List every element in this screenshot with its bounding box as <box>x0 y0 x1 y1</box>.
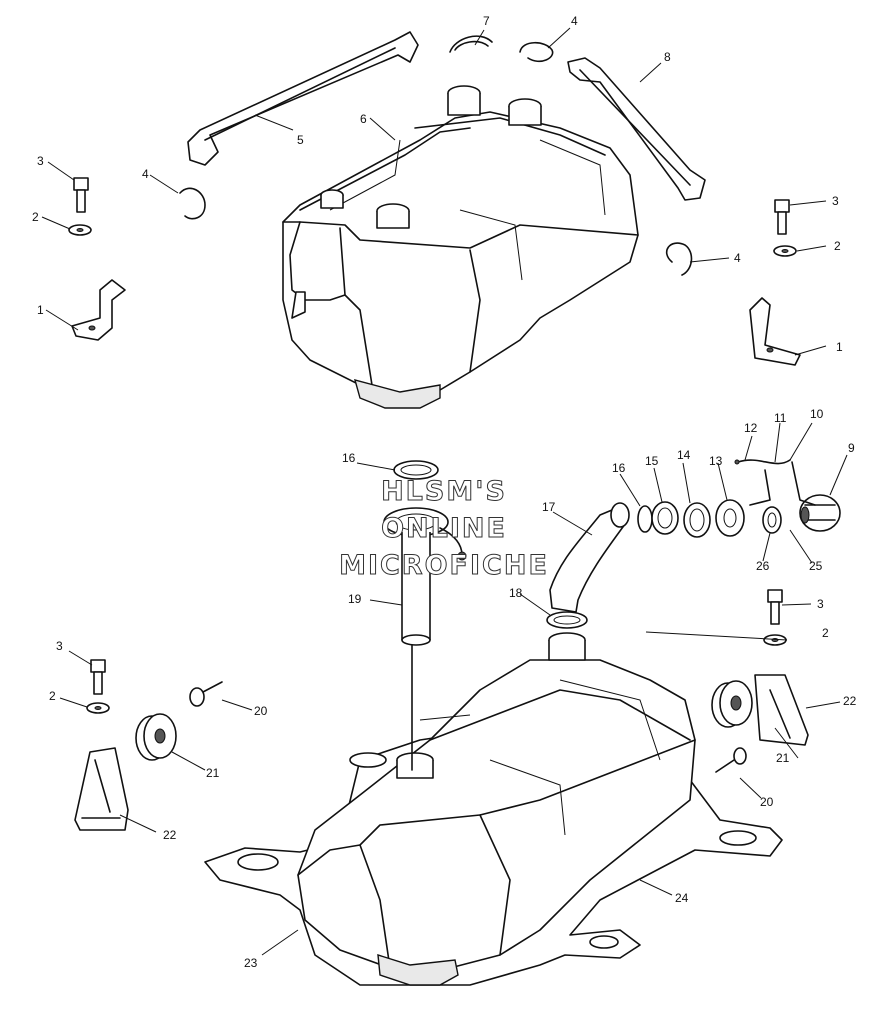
rivet-20-left <box>189 681 223 707</box>
fuel-sender <box>383 507 467 771</box>
watermark-line-2: ONLINE <box>381 513 507 544</box>
callout-7: 7 <box>483 14 490 28</box>
callout-1-right: 1 <box>836 340 843 354</box>
callout-21-right: 21 <box>776 751 790 765</box>
spring-clip-4-top <box>519 41 554 63</box>
leader-lines <box>41 27 848 956</box>
bolt-3-right-lower <box>767 589 783 625</box>
callout-3-lower-right: 3 <box>817 597 824 611</box>
callout-22-right: 22 <box>843 694 857 708</box>
neck-flange-13 <box>715 499 745 537</box>
callout-8: 8 <box>664 50 671 64</box>
watermark: HLSM'S ONLINE MICROFICHE <box>339 476 549 582</box>
callout-5: 5 <box>297 133 304 147</box>
callout-26: 26 <box>756 559 770 573</box>
callout-16-cap: 16 <box>612 461 626 475</box>
callout-24: 24 <box>675 891 689 905</box>
gasket-14 <box>683 502 711 538</box>
rubber-mount-21-left <box>135 713 177 761</box>
callout-4-top: 4 <box>571 14 578 28</box>
callout-14: 14 <box>677 448 691 462</box>
watermark-line-1: HLSM'S <box>381 476 507 507</box>
clamp-16-cap <box>637 505 653 533</box>
callout-12: 12 <box>744 421 758 435</box>
callout-10: 10 <box>810 407 824 421</box>
callout-3-upper-left: 3 <box>37 154 44 168</box>
upper-fuel-tank <box>282 85 639 409</box>
callout-2-lower-right: 2 <box>822 626 829 640</box>
callout-2-upper-left: 2 <box>32 210 39 224</box>
callout-17: 17 <box>542 500 556 514</box>
mount-bracket-1-left <box>71 279 126 341</box>
tank-strap-left <box>187 31 419 166</box>
mount-bracket-22-left <box>74 747 129 831</box>
callout-20-left: 20 <box>254 704 268 718</box>
washer-2-left-upper <box>68 224 92 236</box>
mount-bracket-1-right <box>749 297 801 366</box>
bolt-3-left-upper <box>73 177 89 213</box>
callout-3-lower-left: 3 <box>56 639 63 653</box>
callout-9: 9 <box>848 441 855 455</box>
callout-21-left: 21 <box>206 766 220 780</box>
callout-4-left: 4 <box>142 167 149 181</box>
callout-4-right: 4 <box>734 251 741 265</box>
tank-strap-right <box>567 57 706 201</box>
callout-20-right: 20 <box>760 795 774 809</box>
callout-2-upper-right: 2 <box>834 239 841 253</box>
bolt-3-right-upper <box>774 199 790 235</box>
mount-bracket-22-right <box>754 674 809 746</box>
callout-15: 15 <box>645 454 659 468</box>
rubber-mount-21-right <box>711 680 753 728</box>
fuel-cap-9 <box>799 494 841 532</box>
callout-labels: 1 1 2 2 2 2 3 3 3 3 4 4 4 5 6 7 8 9 10 1… <box>32 14 857 970</box>
callout-25: 25 <box>809 559 823 573</box>
callout-3-upper-right: 3 <box>832 194 839 208</box>
washer-2-right-upper <box>773 245 797 257</box>
lock-ring-18 <box>546 611 588 629</box>
adapter-15 <box>651 501 679 535</box>
spring-clip-7 <box>449 35 493 53</box>
callout-22-left: 22 <box>163 828 177 842</box>
callout-19: 19 <box>348 592 362 606</box>
callout-13: 13 <box>709 454 723 468</box>
lower-fuel-tank <box>297 632 696 986</box>
cap-tether <box>734 459 816 506</box>
callout-1-left: 1 <box>37 303 44 317</box>
rivet-20-right <box>715 747 747 773</box>
bolt-3-left-lower <box>90 659 106 695</box>
filler-tube <box>549 502 630 613</box>
callout-16-sender: 16 <box>342 451 356 465</box>
callout-6: 6 <box>360 112 367 126</box>
callout-18: 18 <box>509 586 523 600</box>
callout-11: 11 <box>774 411 787 425</box>
seal-26 <box>762 506 782 534</box>
callout-2-lower-left: 2 <box>49 689 56 703</box>
callout-23: 23 <box>244 956 258 970</box>
washer-2-left-lower <box>86 702 110 714</box>
spring-clip-4-right <box>666 242 693 276</box>
washer-2-right-lower <box>763 634 787 646</box>
watermark-line-3: MICROFICHE <box>339 550 549 581</box>
spring-clip-4-left <box>179 187 206 220</box>
